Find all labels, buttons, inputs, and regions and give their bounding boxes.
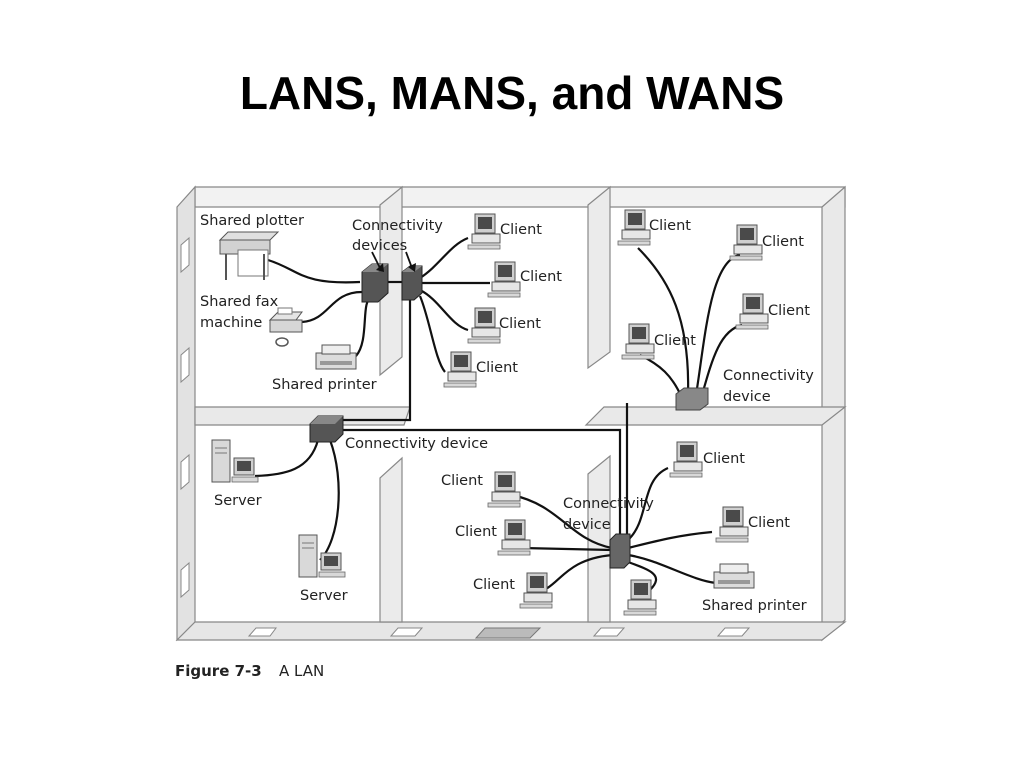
label-client: Client [441,473,483,489]
hub-icon [401,265,423,301]
fax-icon [268,307,303,347]
computer-icon [487,261,521,298]
label-connectivity-device: device [723,389,771,405]
computer-icon [617,209,651,246]
label-server: Server [300,588,348,604]
hub-icon [675,387,709,411]
label-shared-printer: Shared printer [702,598,807,614]
hub-icon [609,533,631,569]
label-connectivity-device: device [563,517,611,533]
hub-icon [361,263,389,303]
label-client: Client [654,333,696,349]
server-icon [211,439,259,483]
building-outline [175,185,847,642]
computer-icon [467,307,501,344]
label-client: Client [748,515,790,531]
label-shared-fax: machine [200,315,262,331]
label-client: Client [520,269,562,285]
computer-icon [443,351,477,388]
arrow-icon [405,251,416,272]
label-client: Client [476,360,518,376]
computer-icon [715,506,749,543]
label-connectivity-devices: devices [352,238,407,254]
label-client: Client [762,234,804,250]
label-client: Client [455,524,497,540]
label-shared-plotter: Shared plotter [200,213,304,229]
label-shared-printer: Shared printer [272,377,377,393]
server-icon [298,534,346,578]
printer-icon [713,563,755,589]
computer-icon [497,519,531,556]
label-shared-fax: Shared fax [200,294,279,310]
label-client: Client [500,222,542,238]
label-connectivity-device: Connectivity device [345,436,488,452]
computer-icon [735,293,769,330]
computer-icon [729,224,763,261]
label-client: Client [499,316,541,332]
hub-icon [309,415,344,443]
plotter-icon [218,231,280,280]
computer-icon [621,323,655,360]
label-client: Client [768,303,810,319]
computer-icon [467,213,501,250]
slide-title: LANS, MANS, and WANS [239,67,785,119]
computer-icon [487,471,521,508]
label-connectivity-device: Connectivity [723,368,814,384]
label-client: Client [473,577,515,593]
label-server: Server [214,493,262,509]
arrow-icon [371,251,384,272]
figure-caption-text: A LAN [279,662,324,680]
computer-icon [519,572,553,609]
label-client: Client [703,451,745,467]
figure-caption-number: Figure 7-3 [175,662,262,680]
printer-icon [315,344,357,370]
computer-icon [623,579,657,616]
computer-icon [669,441,703,478]
label-connectivity-device: Connectivity [563,496,654,512]
label-client: Client [649,218,691,234]
label-connectivity-devices: Connectivity [352,218,443,234]
